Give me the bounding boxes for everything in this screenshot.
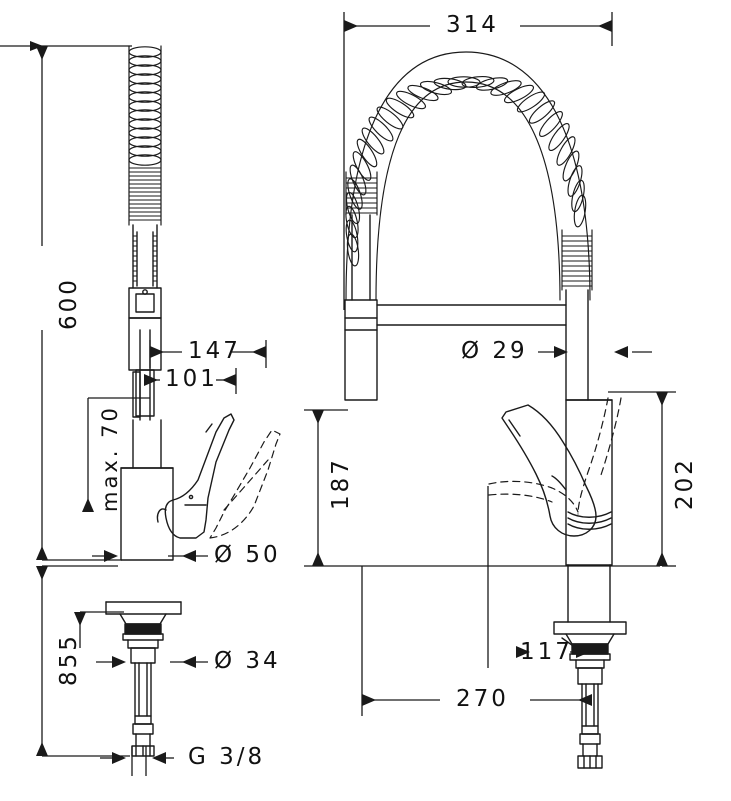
shank-right (567, 564, 611, 769)
handle-left (156, 413, 235, 539)
hose-tube-left (351, 214, 371, 301)
handle-right (501, 404, 597, 537)
handle-dashed-left (209, 429, 281, 539)
shank-left (130, 647, 156, 757)
spray-head-right-view (344, 299, 378, 401)
spring-coil-left (128, 45, 162, 226)
neck-left (132, 419, 162, 469)
right-front-view (344, 51, 627, 769)
dimension-label-handle-height: 202 (672, 457, 698, 510)
body-cylinder-right (565, 399, 613, 566)
spray-head-left (128, 224, 162, 319)
dimension-label-spout-reach-upper: 147 (188, 338, 241, 364)
tap-column-left (128, 317, 162, 421)
dimension-label-spout-reach-lower: 101 (165, 366, 218, 392)
dimension-label-spout-height: 187 (328, 457, 354, 510)
spout-bar (376, 304, 567, 326)
deck-plate-left (105, 601, 182, 625)
dimension-label-connection-thread: G 3/8 (188, 744, 266, 770)
dimension-label-overall-height: 600 (56, 277, 82, 330)
dimension-label-spray-head-diameter: Ø 29 (461, 338, 528, 364)
spring-coil-arch (345, 51, 593, 301)
dimension-label-overall-width: 314 (446, 12, 499, 38)
dimension-lines (0, 12, 676, 776)
left-side-view (105, 45, 281, 757)
dimension-label-body-diameter: Ø 50 (214, 542, 281, 568)
dimension-label-handle-lift: max. 70 (98, 405, 122, 512)
dimension-label-swivel-range: 270 (456, 686, 509, 712)
dimension-label-handle-swivel-front: 117 (520, 639, 573, 665)
handle-dashed-right (488, 397, 622, 515)
body-cylinder-left (120, 467, 174, 561)
dimension-label-hose-length: 855 (56, 633, 82, 686)
gasket-left (122, 623, 164, 649)
dimension-label-shank-diameter: Ø 34 (214, 648, 281, 674)
hose-tube-right (565, 289, 589, 401)
